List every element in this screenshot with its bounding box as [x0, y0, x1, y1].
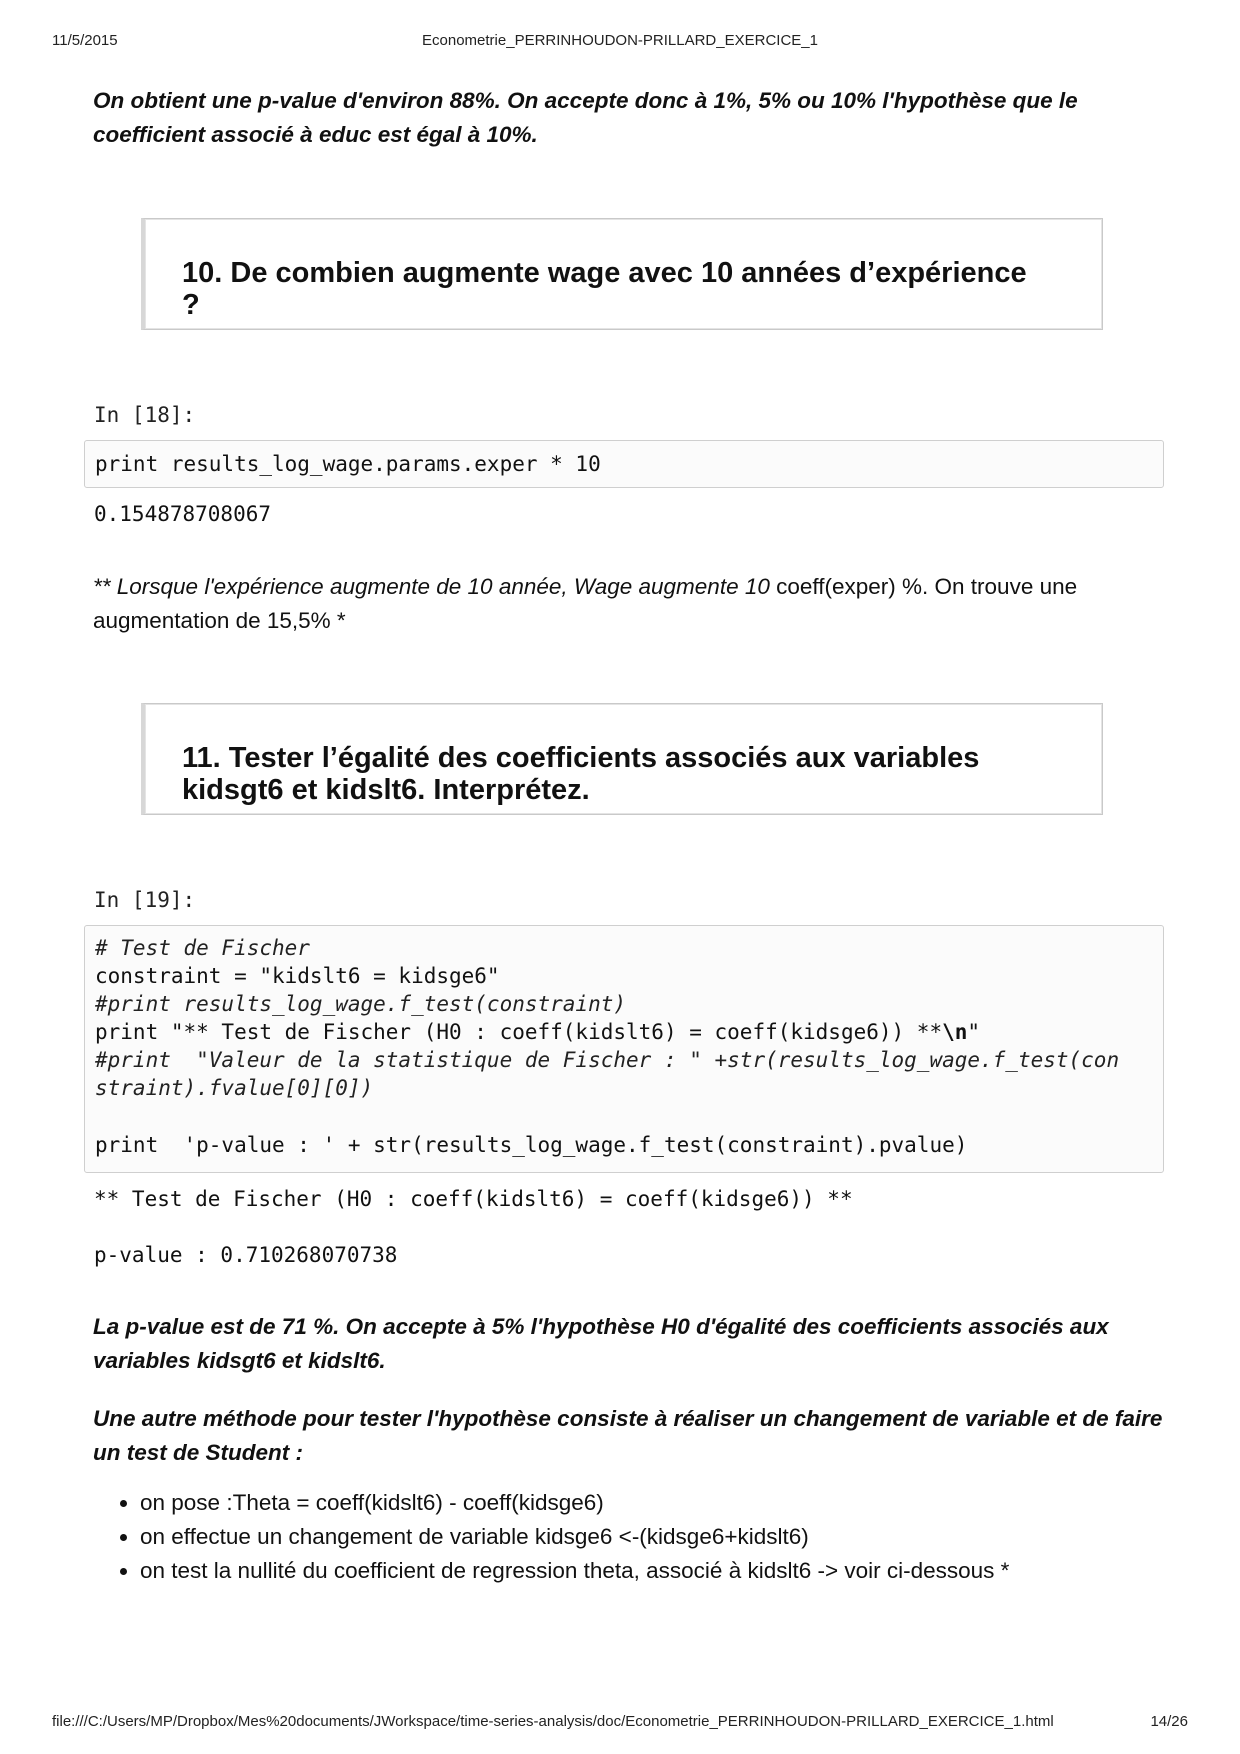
intro-paragraph: On obtient une p-value d'environ 88%. On…: [93, 88, 1078, 147]
cell-18-prompt: In [18]:: [94, 403, 196, 427]
section-11-heading-line2: kidsgt6 et kidslt6. Interprétez.: [182, 774, 590, 806]
list-item: on effectue un changement de variable ki…: [120, 1520, 1160, 1554]
cell-19-code-line-1: # Test de Fischer: [95, 936, 310, 960]
section-11-heading: 11. Tester l’égalité des coefficients as…: [182, 742, 1072, 806]
cell-19-code-line-7: print 'p-value : ' + str(results_log_wag…: [95, 1133, 968, 1157]
cell-18-code-line: print results_log_wage.params.exper * 10: [95, 452, 601, 476]
section-11-heading-line1: 11. Tester l’égalité des coefficients as…: [182, 742, 980, 774]
list-item-text: on effectue un changement de variable ki…: [140, 1524, 809, 1549]
cell-19-code-editor[interactable]: # Test de Fischer constraint = "kidslt6 …: [84, 925, 1164, 1173]
print-page-number: 14/26: [1150, 1713, 1188, 1730]
method-steps-list: on pose :Theta = coeff(kidslt6) - coeff(…: [120, 1486, 1160, 1588]
section-10-explanation-italic: ** Lorsque l'expérience augmente de 10 a…: [93, 574, 770, 599]
print-header: 11/5/2015 Econometrie_PERRINHOUDON-PRILL…: [52, 32, 1188, 52]
bullet-icon: [120, 1568, 127, 1575]
bullet-icon: [120, 1534, 127, 1541]
bullet-icon: [120, 1500, 127, 1507]
cell-19-code-line-3: #print results_log_wage.f_test(constrain…: [95, 992, 627, 1016]
cell-19-code-line-4: print "** Test de Fischer (H0 : coeff(ki…: [95, 1018, 1155, 1046]
list-item: on test la nullité du coefficient de reg…: [120, 1554, 1160, 1588]
section-11-method-intro: Une autre méthode pour tester l'hypothès…: [93, 1406, 1163, 1465]
list-item-text: on pose :Theta = coeff(kidslt6) - coeff(…: [140, 1490, 604, 1515]
list-item: on pose :Theta = coeff(kidslt6) - coeff(…: [120, 1486, 1160, 1520]
section-11-conclusion: La p-value est de 71 %. On accepte à 5% …: [93, 1314, 1109, 1373]
section-10-heading-line1: 10. De combien augmente wage avec 10 ann…: [182, 257, 1027, 289]
section-10-explanation: ** Lorsque l'expérience augmente de 10 a…: [93, 570, 1163, 638]
section-11-heading-box: 11. Tester l’égalité des coefficients as…: [141, 703, 1103, 815]
cell-19-code-line-5: #print "Valeur de la statistique de Fisc…: [95, 1048, 1120, 1072]
section-10-heading: 10. De combien augmente wage avec 10 ann…: [182, 257, 1072, 321]
cell-18-code-editor[interactable]: print results_log_wage.params.exper * 10: [84, 440, 1164, 488]
cell-19-code-line-2: constraint = "kidslt6 = kidsge6": [95, 964, 500, 988]
print-document-title: Econometrie_PERRINHOUDON-PRILLARD_EXERCI…: [422, 32, 818, 49]
cell-19-code-line-4-end: ": [967, 1020, 981, 1044]
cell-19-code-line-4-start: print "** Test de Fischer (H0 : coeff(ki…: [95, 1020, 943, 1044]
print-file-path: file:///C:/Users/MP/Dropbox/Mes%20docume…: [52, 1713, 1054, 1730]
cell-19-code-line-4-escape: \n: [942, 1020, 968, 1044]
cell-19-output-line-2: p-value : 0.710268070738: [94, 1243, 398, 1267]
section-10-heading-line2: ?: [182, 289, 200, 321]
list-item-text: on test la nullité du coefficient de reg…: [140, 1558, 1010, 1583]
cell-18-output: 0.154878708067: [94, 502, 272, 526]
cell-19-output-line-1: ** Test de Fischer (H0 : coeff(kidslt6) …: [94, 1187, 853, 1211]
section-10-explanation-plain: coeff(exper) %. On trouve une augmentati…: [93, 574, 1078, 633]
cell-19-code-line-6: straint).fvalue[0][0]): [95, 1076, 374, 1100]
print-footer: file:///C:/Users/MP/Dropbox/Mes%20docume…: [52, 1713, 1188, 1733]
section-10-heading-box: 10. De combien augmente wage avec 10 ann…: [141, 218, 1103, 330]
cell-19-prompt: In [19]:: [94, 888, 196, 912]
print-date: 11/5/2015: [52, 32, 118, 49]
